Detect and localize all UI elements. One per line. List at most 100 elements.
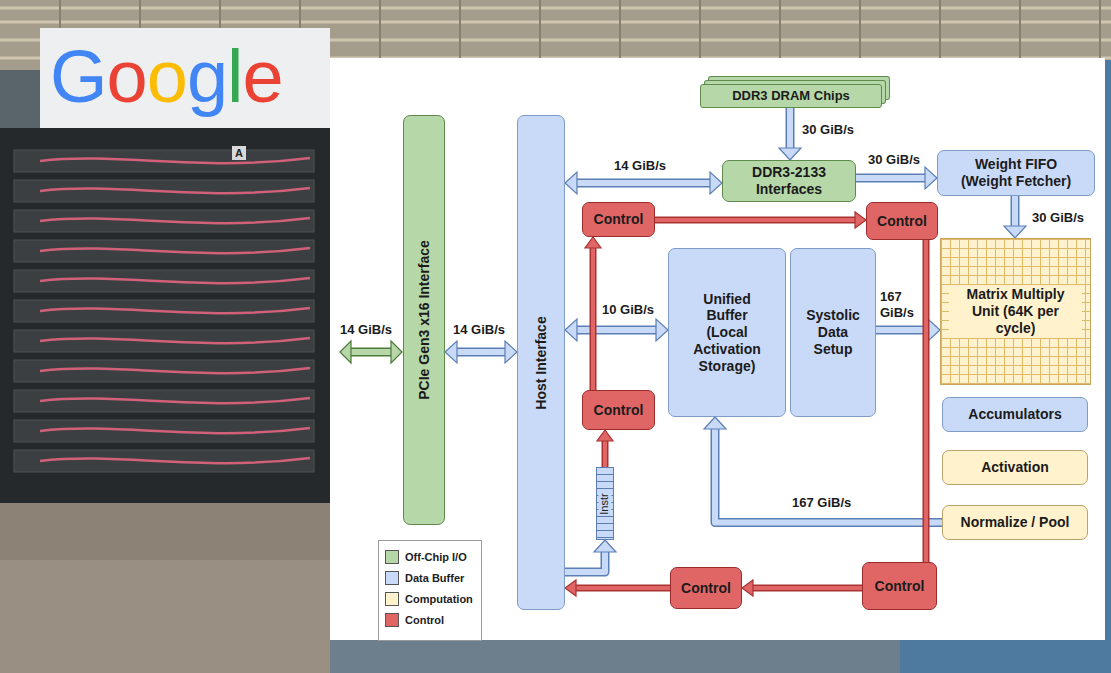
connector-outline xyxy=(923,240,930,562)
bandwidth-label: 14 GiB/s xyxy=(612,158,668,174)
connector-outline xyxy=(590,247,597,390)
text-block: DDR3 DRAM Chips xyxy=(732,88,850,104)
buffer-box: Weight FIFO (Weight Fetcher) xyxy=(937,150,1095,196)
legend-row: Computation xyxy=(385,592,475,606)
connector xyxy=(655,212,866,228)
server-rack xyxy=(0,128,330,503)
text-block: Unified Buffer (Local Activation Storage… xyxy=(685,291,769,375)
box-label: Control xyxy=(681,580,731,597)
text-block: Accumulators xyxy=(968,406,1061,423)
logo-letter: o xyxy=(107,35,147,118)
connector xyxy=(565,172,722,194)
connector xyxy=(1004,196,1026,238)
legend-swatch xyxy=(385,613,399,627)
control-box: Control xyxy=(862,562,937,610)
connector-outline xyxy=(576,326,657,335)
box-label: Control xyxy=(875,578,925,595)
box-label: Control xyxy=(877,213,927,230)
connector-line xyxy=(876,327,929,333)
logo-text: Google xyxy=(50,40,283,114)
diagram-panel xyxy=(330,58,1105,640)
arrowhead xyxy=(656,319,668,341)
interface-bar: Host Interface xyxy=(517,115,565,610)
arrowhead xyxy=(565,319,577,341)
connector-line xyxy=(715,428,942,523)
connector xyxy=(565,319,668,341)
connector-outline xyxy=(602,440,609,467)
bandwidth-label: 14 GiB/s xyxy=(451,322,507,338)
arrowhead xyxy=(597,430,613,441)
connector-line xyxy=(603,440,607,467)
text-block: Control xyxy=(594,402,644,419)
control-box: Control xyxy=(866,202,938,240)
connector xyxy=(926,240,927,562)
legend-row: Off-Chip I/O xyxy=(385,550,475,564)
box-label: Control xyxy=(594,402,644,419)
connector-line xyxy=(752,586,862,590)
connector-line xyxy=(856,175,926,181)
connector-outline xyxy=(565,551,605,572)
legend-text: Data Buffer xyxy=(405,572,464,584)
arrowhead xyxy=(565,580,576,596)
box-label: DDR3 DRAM Chips xyxy=(732,88,850,104)
box-label: Matrix Multiply Unit (64K per cycle) xyxy=(949,285,1082,337)
box-label: Weight FIFO (Weight Fetcher) xyxy=(948,156,1084,190)
arrowhead xyxy=(928,319,940,341)
bandwidth-label: 14 GiB/s xyxy=(338,322,394,338)
connector-outline xyxy=(576,179,711,188)
legend-swatch xyxy=(385,550,399,564)
legend-swatch xyxy=(385,571,399,585)
rack-tag: A xyxy=(232,146,246,160)
connector-outline xyxy=(575,585,670,592)
bandwidth-label: 10 GiB/s xyxy=(600,302,656,318)
rack-cables xyxy=(40,158,310,463)
connector-outline xyxy=(786,108,795,149)
connector-line xyxy=(655,218,856,222)
text-block: DDR3-2133 Interfaces xyxy=(729,164,849,198)
connector-line xyxy=(924,240,928,562)
arrowhead xyxy=(855,212,866,228)
connector-line xyxy=(576,327,657,333)
connector-outline xyxy=(655,217,856,224)
arrowhead xyxy=(594,540,616,552)
box-label: Unified Buffer (Local Activation Storage… xyxy=(685,291,769,375)
arrowhead xyxy=(742,580,753,596)
bandwidth-label: 30 GiB/s xyxy=(1030,210,1086,226)
off-chip-arrow xyxy=(340,341,402,363)
text-block: Control xyxy=(594,211,644,228)
legend-text: Off-Chip I/O xyxy=(405,551,467,563)
connector-line xyxy=(575,586,670,590)
connector-line xyxy=(787,108,793,149)
buffer-box: Systolic Data Setup xyxy=(790,248,876,417)
box-label: Activation xyxy=(981,459,1049,476)
legend-row: Control xyxy=(385,613,475,627)
compute-box: Activation xyxy=(942,450,1088,485)
logo-letter: o xyxy=(147,35,187,118)
legend: Off-Chip I/O Data BufferComputationContro… xyxy=(378,540,482,641)
box-label: Accumulators xyxy=(968,406,1061,423)
box-label: Control xyxy=(594,211,644,228)
legend-text: Computation xyxy=(405,593,473,605)
arrowhead xyxy=(445,341,457,363)
text-block: Control xyxy=(877,213,927,230)
connector xyxy=(565,540,616,572)
connector-line xyxy=(565,551,605,572)
legend-swatch xyxy=(385,592,399,606)
connector-line xyxy=(591,247,595,390)
memory-stack: DDR3 DRAM Chips xyxy=(700,84,882,108)
text-block: Activation xyxy=(981,459,1049,476)
interface-bar: PCIe Gen3 x16 Interface xyxy=(403,115,445,525)
text-block: Normalize / Pool xyxy=(961,514,1070,531)
instruction-queue: Instr xyxy=(596,467,614,540)
arrowhead xyxy=(710,172,722,194)
arrowhead xyxy=(565,172,577,194)
buffer-box: Accumulators xyxy=(942,397,1088,432)
arrowhead xyxy=(704,417,726,429)
logo-letter: l xyxy=(227,35,242,118)
control-box: Control xyxy=(582,390,655,430)
text-block: Weight FIFO (Weight Fetcher) xyxy=(948,156,1084,190)
legend-row: Data Buffer xyxy=(385,571,475,585)
arrowhead xyxy=(779,148,801,160)
logo-panel xyxy=(40,28,330,128)
